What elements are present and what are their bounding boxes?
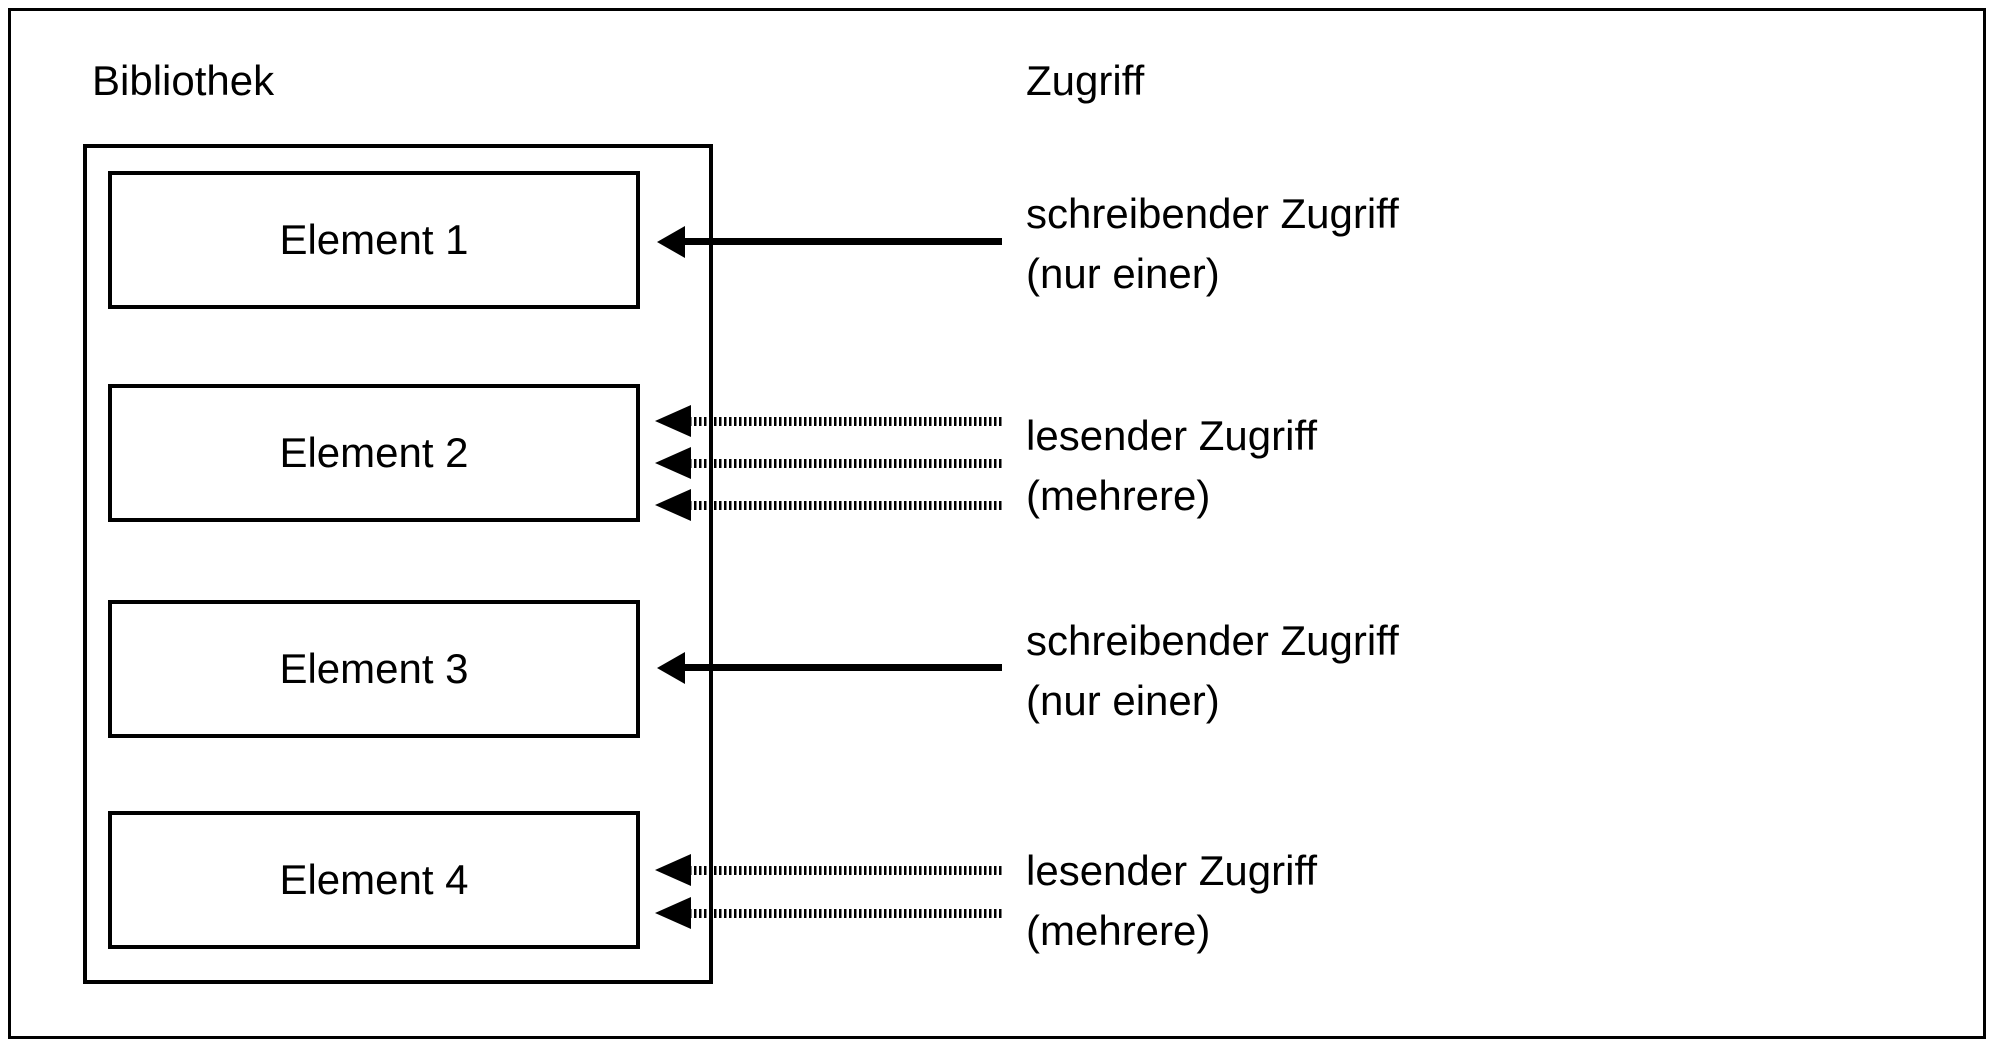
element-box-1: Element 1	[108, 171, 640, 309]
read-arrow-shaft	[689, 909, 1002, 918]
access-label-line1: schreibender Zugriff	[1026, 617, 1399, 664]
read-arrow-head-icon	[655, 447, 691, 479]
access-label-line2: (nur einer)	[1026, 677, 1220, 724]
write-arrow-head-icon	[657, 652, 685, 684]
access-label-line2: (mehrere)	[1026, 907, 1211, 954]
write-arrow-head-icon	[657, 226, 685, 258]
element-label-2: Element 2	[279, 429, 469, 476]
read-arrow-shaft	[689, 501, 1002, 510]
read-arrow-shaft	[689, 459, 1002, 468]
outer-frame	[8, 8, 1986, 1039]
element-label-1: Element 1	[279, 216, 469, 263]
element-label-3: Element 3	[279, 645, 469, 692]
read-arrow-head-icon	[655, 405, 691, 437]
write-arrow-shaft	[683, 238, 1002, 245]
read-arrow-shaft	[689, 866, 1002, 875]
element-box-4: Element 4	[108, 811, 640, 949]
library-caption: Bibliothek	[92, 57, 275, 104]
read-arrow-head-icon	[655, 489, 691, 521]
access-caption: Zugriff	[1026, 57, 1145, 104]
read-arrow-head-icon	[655, 854, 691, 886]
element-label-4: Element 4	[279, 856, 469, 903]
access-label-line2: (mehrere)	[1026, 472, 1211, 519]
read-arrow-shaft	[689, 417, 1002, 426]
read-arrow-head-icon	[655, 897, 691, 929]
element-box-2: Element 2	[108, 384, 640, 522]
write-arrow-shaft	[683, 664, 1002, 671]
access-label-line1: lesender Zugriff	[1026, 412, 1318, 459]
access-label-line1: schreibender Zugriff	[1026, 190, 1399, 237]
access-label-line1: lesender Zugriff	[1026, 847, 1318, 894]
access-label-line2: (nur einer)	[1026, 250, 1220, 297]
element-box-3: Element 3	[108, 600, 640, 738]
